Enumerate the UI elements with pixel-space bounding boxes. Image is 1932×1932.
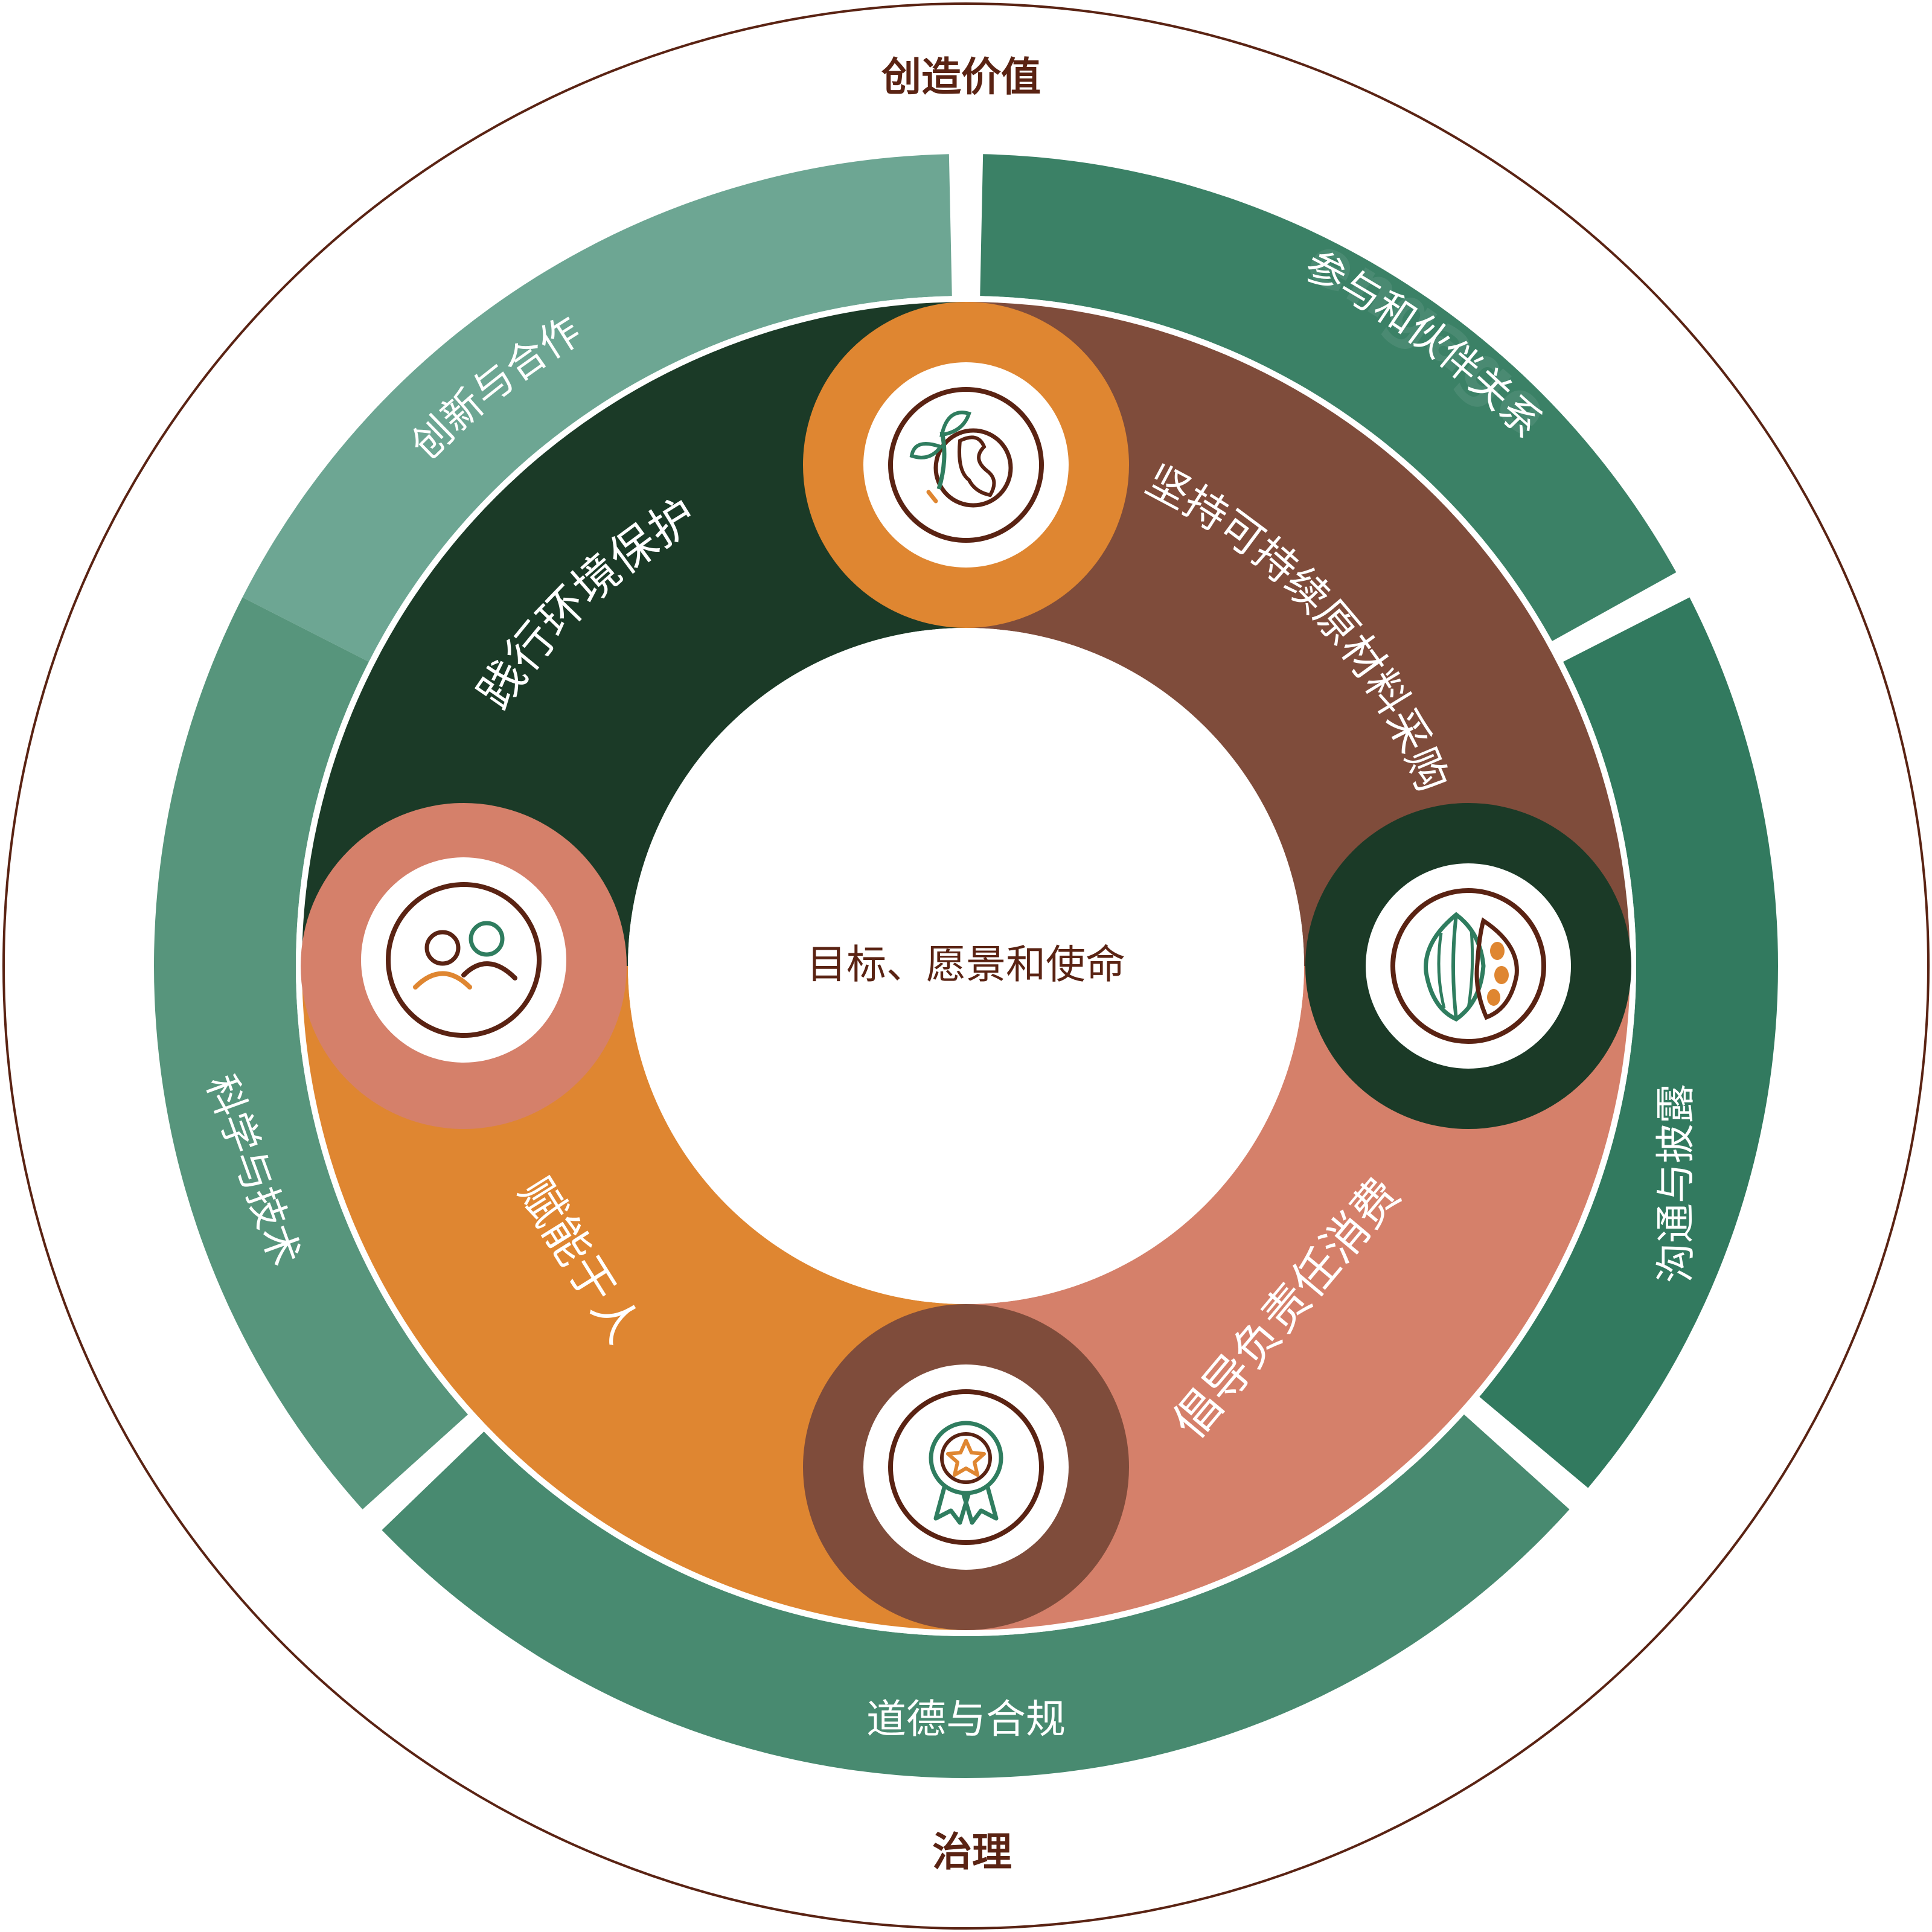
segment-science: [153, 597, 469, 1509]
award-badge-icon: [863, 1364, 1069, 1570]
segment-label-disclosure: 沟通与披露: [1652, 1084, 1699, 1283]
segment-engagement: [980, 154, 1677, 641]
people-icon: [361, 857, 566, 1063]
segment-ethics: [382, 1414, 1570, 1778]
outer-top-label: 创造价值: [881, 54, 1041, 100]
cacao-pod-icon: [1366, 863, 1571, 1069]
segment-label-ethics: 道德与合规: [866, 1696, 1066, 1742]
outer-ring: [153, 154, 1778, 1778]
center-circle: [628, 628, 1304, 1304]
inner-ring: [301, 302, 1631, 1630]
pillar-environment: [302, 302, 966, 966]
center-label: 目标、愿景和使命: [807, 941, 1125, 988]
pillar-people: [302, 966, 966, 1630]
pillar-sourcing: [966, 302, 1630, 966]
segment-disclosure: [1479, 597, 1778, 1488]
segment-innovation: [242, 154, 952, 662]
earth-sprout-icon: [863, 362, 1069, 568]
pillar-consumption: [966, 966, 1630, 1630]
outer-bottom-label: 治理: [932, 1829, 1012, 1875]
